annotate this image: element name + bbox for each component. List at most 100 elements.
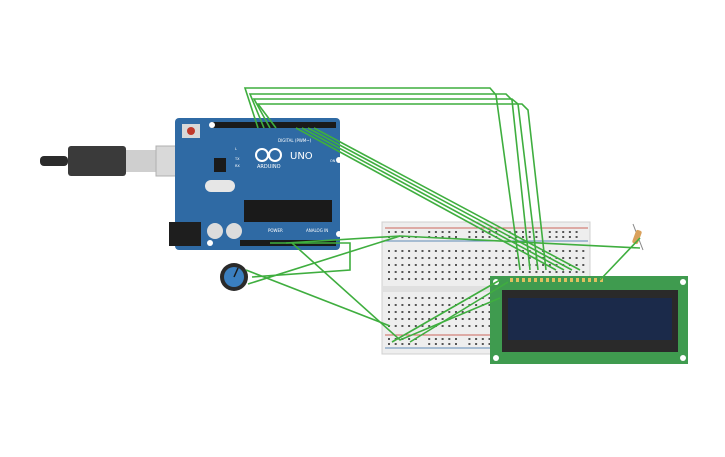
breadboard-hole bbox=[488, 343, 491, 345]
breadboard-hole bbox=[448, 311, 451, 313]
lcd-pin bbox=[564, 278, 567, 282]
wire-rail-lcd[interactable] bbox=[391, 279, 501, 343]
breadboard-hole bbox=[461, 271, 464, 273]
breadboard-hole bbox=[575, 231, 578, 233]
breadboard-hole bbox=[401, 250, 404, 252]
wire-d2[interactable] bbox=[313, 127, 581, 271]
wire-d3[interactable] bbox=[307, 127, 573, 271]
breadboard-hole bbox=[408, 250, 411, 252]
breadboard-hole bbox=[461, 250, 464, 252]
wire-d12[interactable] bbox=[243, 87, 521, 271]
breadboard-hole bbox=[568, 271, 571, 273]
breadboard-hole bbox=[515, 257, 518, 259]
breadboard-hole bbox=[568, 236, 571, 238]
breadboard-hole bbox=[428, 325, 431, 327]
lcd-pin bbox=[552, 278, 555, 282]
breadboard-hole bbox=[434, 343, 437, 345]
mount-hole-1 bbox=[209, 122, 215, 128]
breadboard-hole bbox=[582, 250, 585, 252]
breadboard-hole bbox=[394, 318, 397, 320]
breadboard-hole bbox=[475, 250, 478, 252]
breadboard-hole bbox=[388, 343, 390, 345]
wire-pot-2[interactable] bbox=[247, 235, 401, 285]
lcd-pin bbox=[582, 278, 585, 282]
breadboard-hole bbox=[414, 311, 417, 313]
wires[interactable] bbox=[243, 87, 641, 343]
potentiometer[interactable] bbox=[220, 263, 248, 291]
wire-rail-lcd-2[interactable] bbox=[409, 281, 509, 343]
breadboard-hole bbox=[481, 264, 484, 266]
reset-button[interactable] bbox=[187, 127, 195, 135]
breadboard-hole bbox=[468, 257, 471, 259]
breadboard-hole bbox=[401, 264, 404, 266]
breadboard-hole bbox=[455, 343, 457, 345]
breadboard-hole bbox=[468, 325, 471, 327]
breadboard-hole bbox=[434, 304, 437, 306]
breadboard-hole bbox=[515, 236, 518, 238]
mount-hole-2 bbox=[336, 157, 342, 163]
breadboard-hole bbox=[455, 271, 457, 273]
breadboard-hole bbox=[421, 325, 424, 327]
wire-d10[interactable] bbox=[252, 98, 539, 271]
breadboard-hole bbox=[575, 250, 578, 252]
breadboard-hole bbox=[568, 231, 571, 233]
breadboard-hole bbox=[414, 343, 417, 345]
tx-led-label: TX bbox=[234, 157, 240, 161]
breadboard-hole bbox=[414, 264, 417, 266]
breadboard-hole bbox=[408, 304, 411, 306]
breadboard-hole bbox=[488, 250, 491, 252]
lcd-module[interactable] bbox=[490, 276, 688, 364]
usb-cable[interactable] bbox=[40, 145, 197, 177]
breadboard-hole bbox=[428, 271, 431, 273]
breadboard-hole bbox=[421, 257, 424, 259]
breadboard-hole bbox=[408, 264, 411, 266]
breadboard-hole bbox=[575, 236, 578, 238]
breadboard-hole bbox=[414, 297, 417, 299]
arduino-logo-icon bbox=[255, 148, 282, 162]
breadboard-hole bbox=[434, 338, 437, 340]
breadboard-hole bbox=[508, 264, 511, 266]
resistor[interactable] bbox=[632, 223, 644, 251]
breadboard-hole bbox=[475, 304, 478, 306]
breadboard-hole bbox=[495, 250, 498, 252]
breadboard-hole bbox=[582, 257, 585, 259]
breadboard-hole bbox=[481, 257, 484, 259]
breadboard-hole bbox=[434, 297, 437, 299]
breadboard-hole bbox=[562, 236, 565, 238]
breadboard-hole bbox=[408, 338, 411, 340]
wire-pot-1[interactable] bbox=[245, 269, 391, 327]
breadboard-hole bbox=[475, 297, 478, 299]
wire-d11[interactable] bbox=[248, 93, 531, 271]
breadboard-hole bbox=[408, 271, 411, 273]
breadboard-hole bbox=[401, 236, 404, 238]
power-jack bbox=[169, 222, 201, 246]
breadboard-hole bbox=[495, 257, 498, 259]
breadboard-hole bbox=[582, 271, 585, 273]
analog-label: ANALOG IN bbox=[306, 228, 328, 233]
lcd-pin bbox=[558, 278, 561, 282]
breadboard-hole bbox=[448, 264, 451, 266]
lcd-pin-header bbox=[510, 278, 603, 282]
breadboard-hole bbox=[515, 264, 518, 266]
breadboard-hole bbox=[488, 297, 491, 299]
wire-d5[interactable] bbox=[295, 127, 557, 271]
wire-d9[interactable] bbox=[256, 103, 547, 271]
breadboard-hole bbox=[468, 318, 471, 320]
usb-plug-metal bbox=[126, 150, 156, 172]
breadboard-hole bbox=[475, 257, 478, 259]
wire-d4[interactable] bbox=[301, 127, 565, 271]
digital-label: DIGITAL (PWM~) bbox=[278, 138, 312, 143]
breadboard-hole bbox=[455, 325, 457, 327]
breadboard-hole bbox=[394, 304, 397, 306]
breadboard-center-channel bbox=[382, 286, 590, 292]
breadboard-hole bbox=[455, 278, 457, 280]
wire-5v[interactable] bbox=[251, 242, 351, 278]
breadboard-hole bbox=[555, 264, 558, 266]
wire-pot-wiper[interactable] bbox=[291, 242, 501, 341]
wire-backlight[interactable] bbox=[599, 237, 641, 281]
arduino-board[interactable]: UNO ARDUINO DIGITAL (PWM~) POWER ANALOG … bbox=[169, 118, 342, 250]
breadboard-hole bbox=[388, 264, 390, 266]
breadboard-hole bbox=[401, 257, 404, 259]
breadboard-hole bbox=[394, 264, 397, 266]
